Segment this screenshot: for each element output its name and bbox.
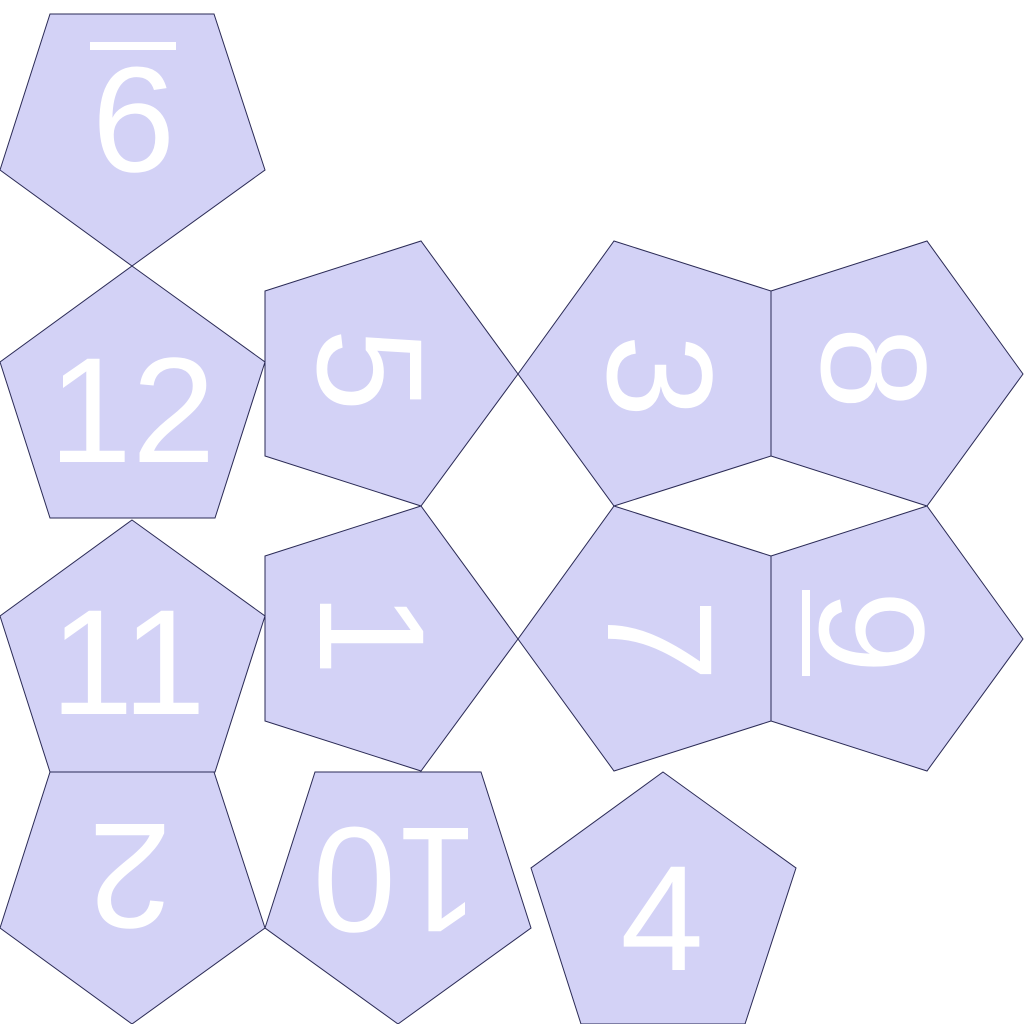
face-1: 1 [264,505,519,772]
face-label: 9 [92,36,175,204]
face-8: 8 [770,240,1024,507]
face-label: 11 [50,578,206,746]
face-shape [0,13,266,267]
face-label: 1 [288,592,456,675]
face-shape [264,240,519,507]
face-shape [264,771,532,1024]
face-7: 7 [517,505,772,772]
face-10: 10 [264,771,532,1024]
face-shape [0,265,266,519]
face-3: 3 [517,240,772,507]
face-9-top: 9 [0,13,266,267]
face-9-side: 9 [770,505,1024,772]
face-12: 12 [0,265,266,519]
face-label: 9 [788,590,956,673]
face-shape [264,505,519,772]
face-label: 3 [576,334,744,417]
face-shape [530,771,797,1024]
face-label: 10 [313,796,480,964]
face-2: 2 [0,771,266,1024]
face-shape [517,240,772,507]
face-label: 2 [88,792,171,960]
face-label: 12 [49,326,216,494]
face-shape [770,240,1024,507]
face-shape [0,771,266,1024]
face-5: 5 [264,240,519,507]
face-4: 4 [530,771,797,1024]
face-label: 5 [286,328,454,411]
face-label: 7 [576,598,744,681]
face-label: 4 [620,834,703,1002]
face-label: 8 [790,326,958,409]
face-shape [770,505,1024,772]
face-shape [517,505,772,772]
face-11: 11 [0,519,266,773]
